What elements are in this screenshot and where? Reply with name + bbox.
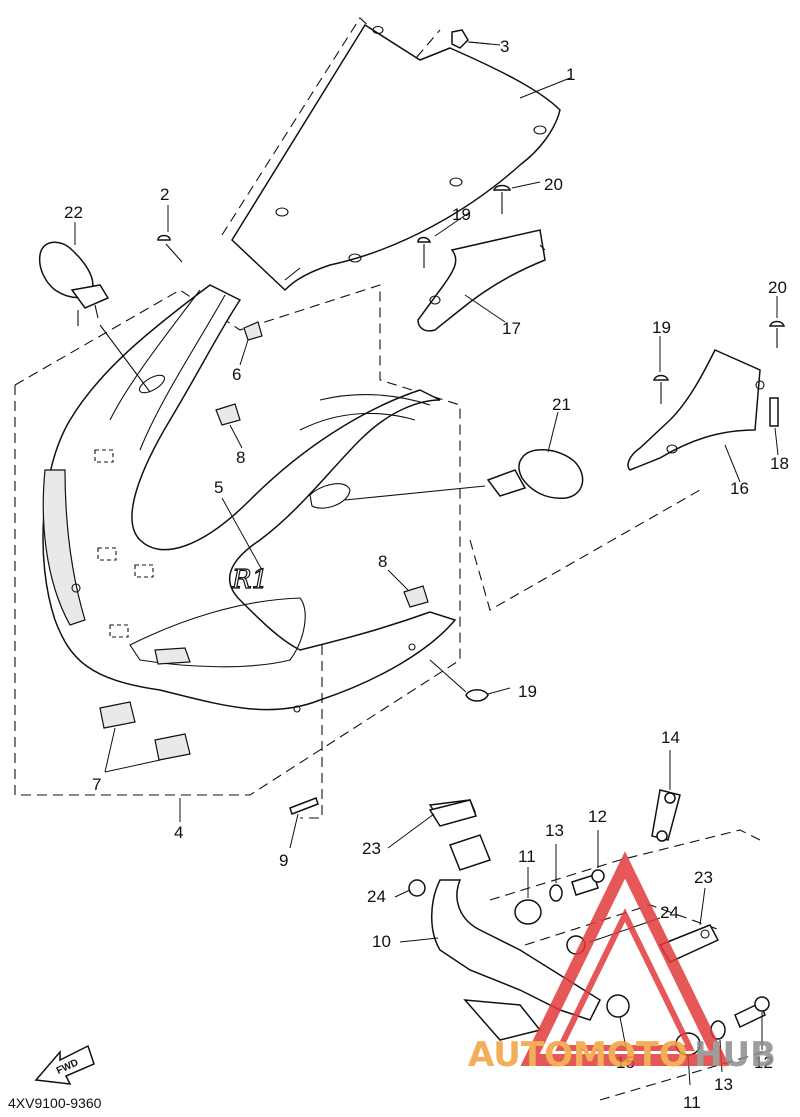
callout-12b: 12 bbox=[754, 1053, 773, 1072]
screw-19-icon bbox=[417, 236, 432, 268]
callout-20b: 20 bbox=[768, 278, 787, 297]
decal-text: R1 bbox=[231, 565, 268, 595]
callout-19c: 19 bbox=[518, 682, 537, 701]
bolt-12b-icon bbox=[734, 996, 770, 1029]
inner-panel-16 bbox=[627, 349, 779, 471]
collar-15-icon bbox=[606, 994, 630, 1018]
mirror-left bbox=[38, 241, 166, 394]
screw-20b-icon bbox=[768, 320, 786, 348]
screw-3-icon bbox=[451, 29, 491, 49]
callout-23b: 23 bbox=[694, 868, 713, 887]
callout-2: 2 bbox=[160, 185, 169, 204]
callout-14: 14 bbox=[661, 728, 680, 747]
callout-3: 3 bbox=[500, 37, 509, 56]
callout-20a: 20 bbox=[544, 175, 563, 194]
washer-13a-icon bbox=[549, 884, 563, 902]
callout-1: 1 bbox=[566, 65, 575, 84]
callout-13b: 13 bbox=[714, 1075, 733, 1094]
nut-8a-icon bbox=[215, 403, 241, 426]
bolt-12a-icon bbox=[571, 869, 605, 896]
grommet-7a-icon bbox=[99, 701, 136, 729]
screw-19b-icon bbox=[652, 374, 670, 404]
forward-arrow-icon: FWD bbox=[34, 1044, 95, 1085]
mirror-right bbox=[344, 448, 584, 501]
callout-24a: 24 bbox=[367, 887, 386, 906]
watermark-word-automoto: AUTOMOTO bbox=[468, 1035, 688, 1075]
callout-13a: 13 bbox=[545, 821, 564, 840]
callout-4: 4 bbox=[174, 823, 183, 842]
callout-21: 21 bbox=[552, 395, 571, 414]
callout-16: 16 bbox=[730, 479, 749, 498]
grommet-7b-icon bbox=[154, 733, 191, 761]
nut-6-icon bbox=[243, 321, 263, 341]
watermark-word-hub: HUB bbox=[694, 1035, 776, 1075]
screw-19c-icon bbox=[429, 659, 489, 702]
leader-lines bbox=[74, 41, 779, 1086]
callout-5: 5 bbox=[214, 478, 223, 497]
nut-24a-icon bbox=[408, 879, 426, 897]
callout-24b: 24 bbox=[660, 903, 679, 922]
callout-19b: 19 bbox=[652, 318, 671, 337]
callout-19a: 19 bbox=[452, 205, 471, 224]
callout-8a: 8 bbox=[236, 448, 245, 467]
drawing-code: 4XV9100-9360 bbox=[8, 1095, 102, 1111]
callout-8b: 8 bbox=[378, 552, 387, 571]
callout-12a: 12 bbox=[588, 807, 607, 826]
callout-9: 9 bbox=[279, 851, 288, 870]
callout-7: 7 bbox=[92, 775, 101, 794]
callout-10: 10 bbox=[372, 932, 391, 951]
inner-panel-17 bbox=[417, 229, 546, 332]
screw-2-icon bbox=[157, 234, 183, 263]
upper-cowling bbox=[14, 284, 461, 796]
callout-22: 22 bbox=[64, 203, 83, 222]
callout-18: 18 bbox=[770, 454, 789, 473]
callout-11a: 11 bbox=[518, 847, 536, 866]
nut-8b-icon bbox=[403, 585, 429, 608]
callout-17: 17 bbox=[502, 319, 521, 338]
tape-9-icon bbox=[289, 645, 323, 819]
guide-line-16 bbox=[469, 489, 701, 611]
callout-6: 6 bbox=[232, 365, 241, 384]
decal-r1: R1 bbox=[230, 564, 268, 595]
plate-23a-icon bbox=[428, 799, 477, 827]
windshield bbox=[221, 17, 561, 292]
callout-11b: 11 bbox=[683, 1093, 701, 1112]
screw-20-icon bbox=[492, 184, 512, 214]
cowling-stay bbox=[428, 799, 771, 1101]
collar-11a-icon bbox=[514, 899, 542, 925]
bracket-14-icon bbox=[651, 789, 681, 842]
callout-23a: 23 bbox=[362, 839, 381, 858]
watermark-logo: AUTOMOTO HUB bbox=[468, 851, 776, 1075]
